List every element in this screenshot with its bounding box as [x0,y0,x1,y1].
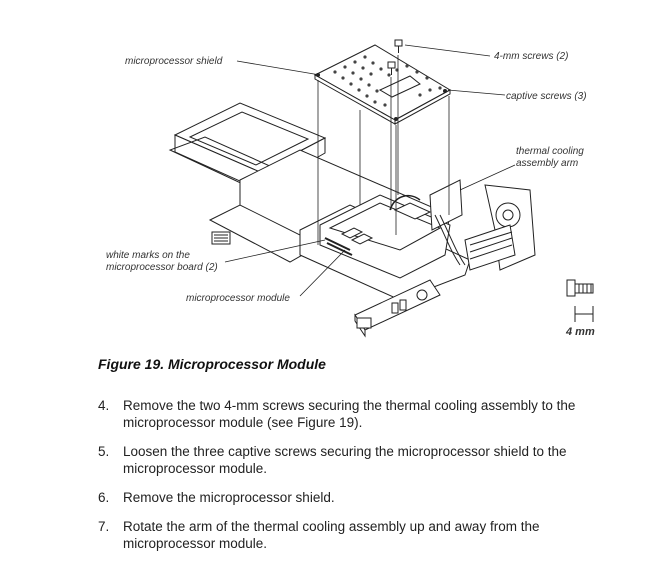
callout-microprocessor-shield: microprocessor shield [125,56,223,67]
callout-thermal-arm-line1: thermal cooling [516,146,584,157]
step-text: Remove the two 4-mm screws securing the … [123,398,576,430]
step-text: Rotate the arm of the thermal cooling as… [123,519,540,551]
microprocessor-module-illustration [319,194,451,279]
step-text: Loosen the three captive screws securing… [123,444,567,476]
io-board-illustration [354,279,441,338]
step-item: 7. Rotate the arm of the thermal cooling… [98,518,618,552]
callout-microprocessor-module: microprocessor module [186,293,290,304]
step-item: 5. Loosen the three captive screws secur… [98,443,618,477]
callout-white-marks-line2: microprocessor board (2) [106,262,218,273]
callout-white-marks-line1: white marks on the [106,250,190,261]
screws-illustration [387,39,403,75]
callout-scale-4mm: 4 mm [566,326,595,338]
step-number: 5. [98,444,110,459]
microprocessor-shield-illustration [313,44,452,125]
scale-screw-icon [566,279,594,322]
step-item: 6. Remove the microprocessor shield. [98,489,618,506]
step-number: 7. [98,519,110,534]
step-number: 6. [98,490,110,505]
procedure-steps: 4. Remove the two 4-mm screws securing t… [98,397,618,564]
step-item: 4. Remove the two 4-mm screws securing t… [98,397,618,431]
step-number: 4. [98,398,110,413]
callout-captive-screws: captive screws (3) [506,91,587,102]
thermal-cooling-assembly-illustration [389,179,536,271]
exploded-view-diagram [168,39,594,338]
callout-thermal-arm-line2: assembly arm [516,158,579,169]
callout-4mm-screws: 4-mm screws (2) [494,51,569,62]
step-text: Remove the microprocessor shield. [123,490,335,505]
figure-caption: Figure 19. Microprocessor Module [98,356,326,372]
leader-lines [224,44,516,297]
